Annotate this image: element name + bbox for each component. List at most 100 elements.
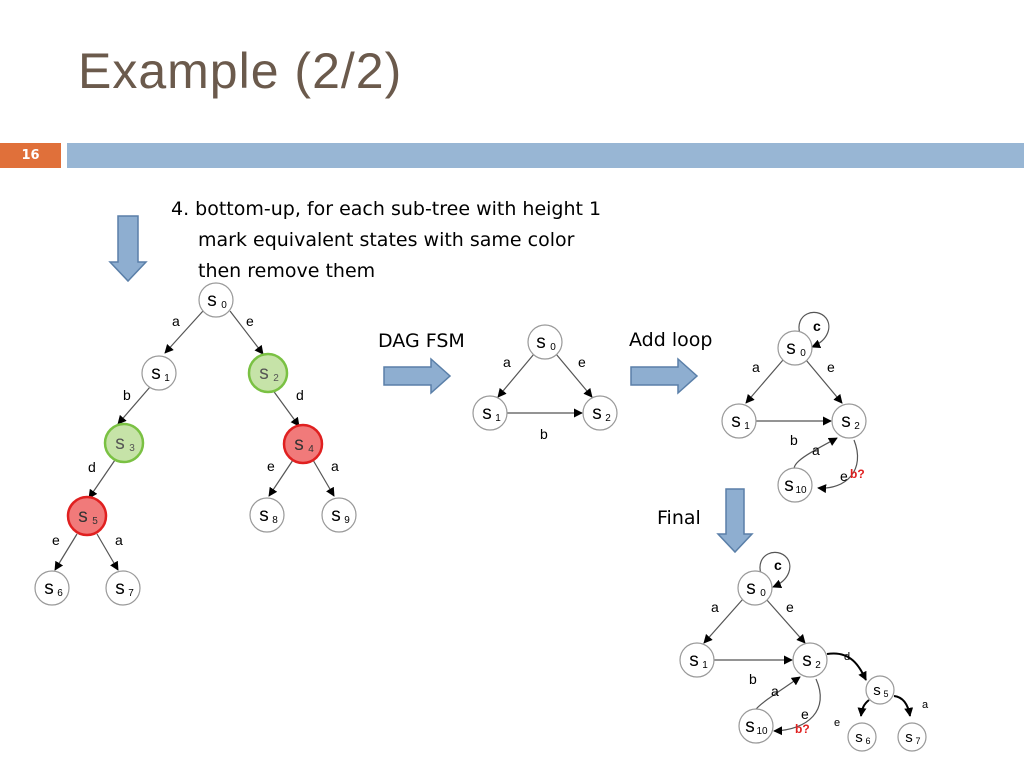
svg-text:s: s	[44, 578, 54, 599]
svg-text:s: s	[786, 338, 796, 359]
svg-text:s: s	[873, 682, 881, 699]
final-state-s2: s 2	[792, 642, 828, 678]
svg-text:a: a	[812, 442, 820, 458]
svg-text:a: a	[922, 699, 929, 711]
svg-text:b?: b?	[795, 722, 810, 736]
state-node-s9: s 9	[321, 497, 357, 533]
loop-state-s0: s 0	[777, 330, 813, 366]
svg-text:c: c	[774, 557, 782, 573]
tree-edge-labels: a e b d d e a e a	[52, 313, 339, 548]
edge-label-d: d	[296, 387, 304, 403]
svg-text:s: s	[151, 363, 161, 384]
svg-text:s: s	[259, 505, 269, 526]
svg-text:s: s	[294, 434, 304, 455]
svg-text:b: b	[540, 426, 548, 442]
svg-text:a: a	[503, 354, 511, 370]
final-fsm-edges-bold	[826, 652, 914, 717]
svg-text:s: s	[731, 411, 741, 432]
svg-text:2: 2	[815, 660, 821, 671]
svg-text:0: 0	[800, 348, 806, 359]
svg-text:e: e	[840, 468, 848, 484]
edge-label-d: d	[88, 459, 96, 475]
edge-label-a: a	[331, 458, 339, 474]
svg-text:1: 1	[495, 413, 501, 424]
svg-text:e: e	[827, 359, 835, 375]
svg-text:b: b	[790, 432, 798, 448]
state-node-s5: s 5	[66, 495, 108, 537]
edge-label-e: e	[246, 313, 254, 329]
dag-state-s1: s 1	[472, 395, 508, 431]
svg-text:b?: b?	[850, 467, 865, 481]
svg-text:s: s	[905, 729, 913, 746]
svg-text:b: b	[749, 671, 757, 687]
dag-state-s0: s 0	[527, 324, 563, 360]
state-node-s3: s 3	[103, 422, 145, 464]
state-node-s8: s 8	[249, 497, 285, 533]
loop-state-s1: s 1	[721, 403, 757, 439]
svg-text:e: e	[801, 706, 809, 722]
final-state-s6: s 6	[847, 722, 877, 752]
svg-text:10: 10	[756, 726, 768, 737]
add-loop-label: Add loop	[629, 329, 713, 351]
svg-text:4: 4	[308, 444, 314, 455]
edge-label-e: e	[267, 458, 275, 474]
final-state-s0: s 0	[737, 570, 773, 606]
down-block-arrow-1	[108, 215, 148, 283]
svg-text:1: 1	[702, 660, 708, 671]
slide-title: Example (2/2)	[78, 43, 403, 99]
svg-text:2: 2	[605, 413, 611, 424]
svg-text:e: e	[834, 717, 840, 729]
svg-text:s: s	[115, 433, 125, 454]
svg-text:7: 7	[915, 736, 920, 746]
final-state-s10: s 10	[738, 708, 774, 744]
svg-text:s: s	[802, 650, 812, 671]
state-node-s2: s 2	[247, 352, 289, 394]
svg-text:2: 2	[854, 421, 860, 432]
final-fsm-edge-labels: c a e b a e b? d e a	[711, 557, 929, 736]
edge-label-b: b	[123, 387, 131, 403]
svg-text:c: c	[813, 318, 821, 334]
svg-text:0: 0	[760, 588, 766, 599]
loop-fsm-edges	[745, 311, 859, 494]
svg-text:s: s	[784, 475, 794, 496]
right-block-arrow-1	[383, 357, 452, 395]
state-node-s7: s 7	[105, 570, 141, 606]
svg-text:s: s	[259, 363, 269, 384]
svg-text:s: s	[482, 403, 492, 424]
svg-text:5: 5	[883, 689, 888, 699]
state-node-s1: s 1	[141, 355, 177, 391]
svg-text:6: 6	[865, 736, 870, 746]
svg-text:9: 9	[344, 515, 350, 526]
final-state-s5: s 5	[865, 675, 895, 705]
loop-state-s2: s 2	[831, 403, 867, 439]
dag-state-s2: s 2	[582, 395, 618, 431]
svg-text:8: 8	[272, 515, 278, 526]
svg-text:s: s	[745, 716, 755, 737]
svg-text:5: 5	[92, 516, 98, 527]
instruction-text: 4. bottom-up, for each sub-tree with hei…	[171, 194, 601, 287]
edge-label-a: a	[172, 313, 180, 329]
svg-text:2: 2	[273, 373, 279, 384]
svg-text:7: 7	[128, 588, 134, 599]
svg-text:s: s	[115, 578, 125, 599]
dag-fsm-label: DAG FSM	[378, 330, 465, 352]
header-bar	[67, 143, 1024, 168]
svg-text:s: s	[207, 290, 217, 311]
state-node-s0: s 0	[198, 282, 234, 318]
svg-text:e: e	[578, 354, 586, 370]
svg-text:e: e	[786, 599, 794, 615]
final-state-s7: s 7	[897, 722, 927, 752]
svg-text:s: s	[331, 505, 341, 526]
svg-text:1: 1	[164, 373, 170, 384]
instruction-line-2: mark equivalent states with same color	[198, 229, 575, 251]
dag-fsm-edges	[497, 353, 593, 418]
svg-text:s: s	[592, 403, 602, 424]
loop-state-s10: s 10	[777, 467, 813, 503]
svg-text:s: s	[746, 578, 756, 599]
svg-text:d: d	[844, 651, 850, 663]
svg-text:6: 6	[57, 588, 63, 599]
edge-label-e: e	[52, 532, 60, 548]
svg-text:a: a	[752, 359, 760, 375]
svg-text:s: s	[689, 650, 699, 671]
svg-text:0: 0	[550, 342, 556, 353]
